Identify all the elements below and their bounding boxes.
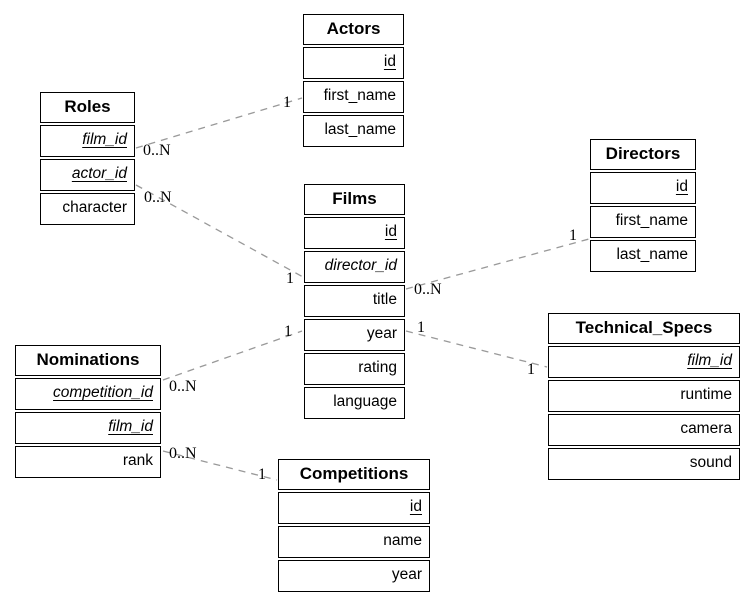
field-roles-actor-id: actor_id (40, 159, 135, 191)
field-films-rating: rating (304, 353, 405, 385)
field-directors-id: id (590, 172, 696, 204)
relation-roles-films-line (135, 184, 304, 278)
entity-directors: Directors id first_name last_name (590, 139, 696, 272)
entity-competitions: Competitions id name year (278, 459, 430, 592)
field-roles-character: character (40, 193, 135, 225)
entity-competitions-title: Competitions (278, 459, 430, 490)
entity-films-title: Films (304, 184, 405, 215)
entity-roles: Roles film_id actor_id character (40, 92, 135, 225)
field-actors-last-name: last_name (303, 115, 404, 147)
field-actors-id: id (303, 47, 404, 79)
relation-nominations-competitions-line (162, 450, 278, 481)
cardinality-label: 0..N (169, 445, 197, 462)
field-technical-specs-camera: camera (548, 414, 740, 446)
entity-nominations-title: Nominations (15, 345, 161, 376)
cardinality-label: 1 (417, 319, 425, 336)
cardinality-label: 0..N (169, 378, 197, 395)
field-technical-specs-runtime: runtime (548, 380, 740, 412)
field-nominations-rank: rank (15, 446, 161, 478)
cardinality-label: 1 (283, 94, 291, 111)
cardinality-label: 1 (286, 270, 294, 287)
cardinality-label: 1 (258, 466, 266, 483)
field-directors-first-name: first_name (590, 206, 696, 238)
field-technical-specs-sound: sound (548, 448, 740, 480)
relation-films-technical-specs-line (405, 330, 548, 368)
field-films-language: language (304, 387, 405, 419)
entity-technical-specs: Technical_Specs film_id runtime camera s… (548, 313, 740, 480)
entity-roles-title: Roles (40, 92, 135, 123)
field-nominations-competition-id: competition_id (15, 378, 161, 410)
entity-actors-title: Actors (303, 14, 404, 45)
relation-films-directors-line (405, 238, 590, 290)
entity-directors-title: Directors (590, 139, 696, 170)
cardinality-label: 0..N (414, 281, 442, 298)
field-competitions-id: id (278, 492, 430, 524)
entity-technical-specs-title: Technical_Specs (548, 313, 740, 344)
entity-nominations: Nominations competition_id film_id rank (15, 345, 161, 478)
field-actors-first-name: first_name (303, 81, 404, 113)
field-films-director-id: director_id (304, 251, 405, 283)
cardinality-label: 0..N (143, 142, 171, 159)
cardinality-label: 0..N (144, 189, 172, 206)
entity-actors: Actors id first_name last_name (303, 14, 404, 147)
relation-roles-actors-line (135, 97, 303, 149)
field-roles-film-id: film_id (40, 125, 135, 157)
cardinality-label: 1 (527, 361, 535, 378)
field-nominations-film-id: film_id (15, 412, 161, 444)
field-films-year: year (304, 319, 405, 351)
field-films-id: id (304, 217, 405, 249)
cardinality-label: 1 (569, 227, 577, 244)
field-directors-last-name: last_name (590, 240, 696, 272)
relation-nominations-films-line (162, 330, 303, 381)
entity-films: Films id director_id title year rating l… (304, 184, 405, 419)
field-films-title: title (304, 285, 405, 317)
field-technical-specs-film-id: film_id (548, 346, 740, 378)
field-competitions-name: name (278, 526, 430, 558)
cardinality-label: 1 (284, 323, 292, 340)
field-competitions-year: year (278, 560, 430, 592)
